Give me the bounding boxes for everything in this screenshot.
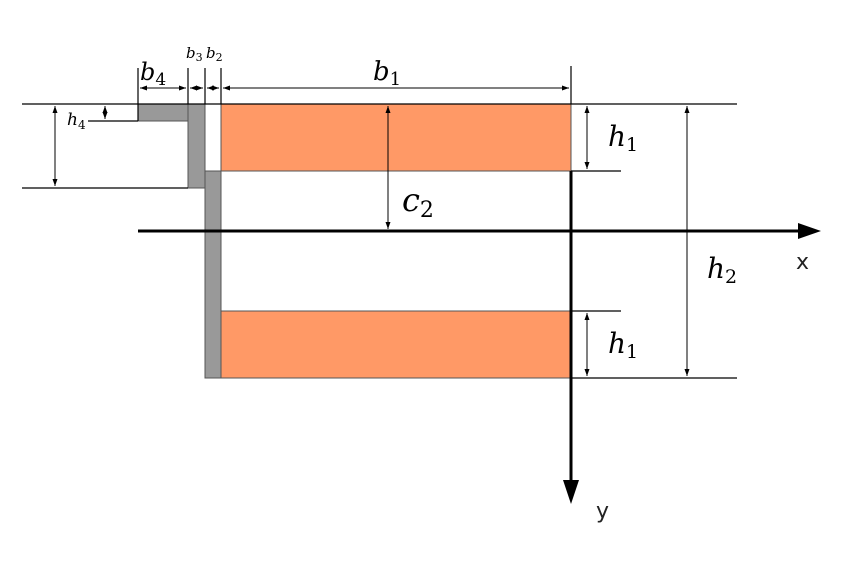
lip-plate (137, 103, 189, 122)
y-axis-label: y (596, 499, 609, 524)
x-axis-arrowhead (798, 223, 821, 239)
c2-label: c2 (402, 181, 434, 223)
b3-label: b3 (186, 44, 203, 64)
b2-label: b2 (206, 44, 223, 64)
top-flange (220, 103, 572, 172)
stiffener-plate (187, 103, 206, 189)
h2-label: h2 (707, 252, 737, 288)
bottom-flange (220, 310, 572, 379)
b4-label: b4 (140, 58, 166, 90)
y-axis-arrowhead (563, 480, 579, 504)
h1-top-label: h1 (608, 120, 638, 156)
h4-label: h4 (67, 110, 86, 132)
web-plate (204, 170, 222, 379)
b1-label: b1 (373, 57, 401, 90)
h1-bottom-label: h1 (608, 327, 638, 363)
x-axis-label: x (796, 250, 809, 275)
